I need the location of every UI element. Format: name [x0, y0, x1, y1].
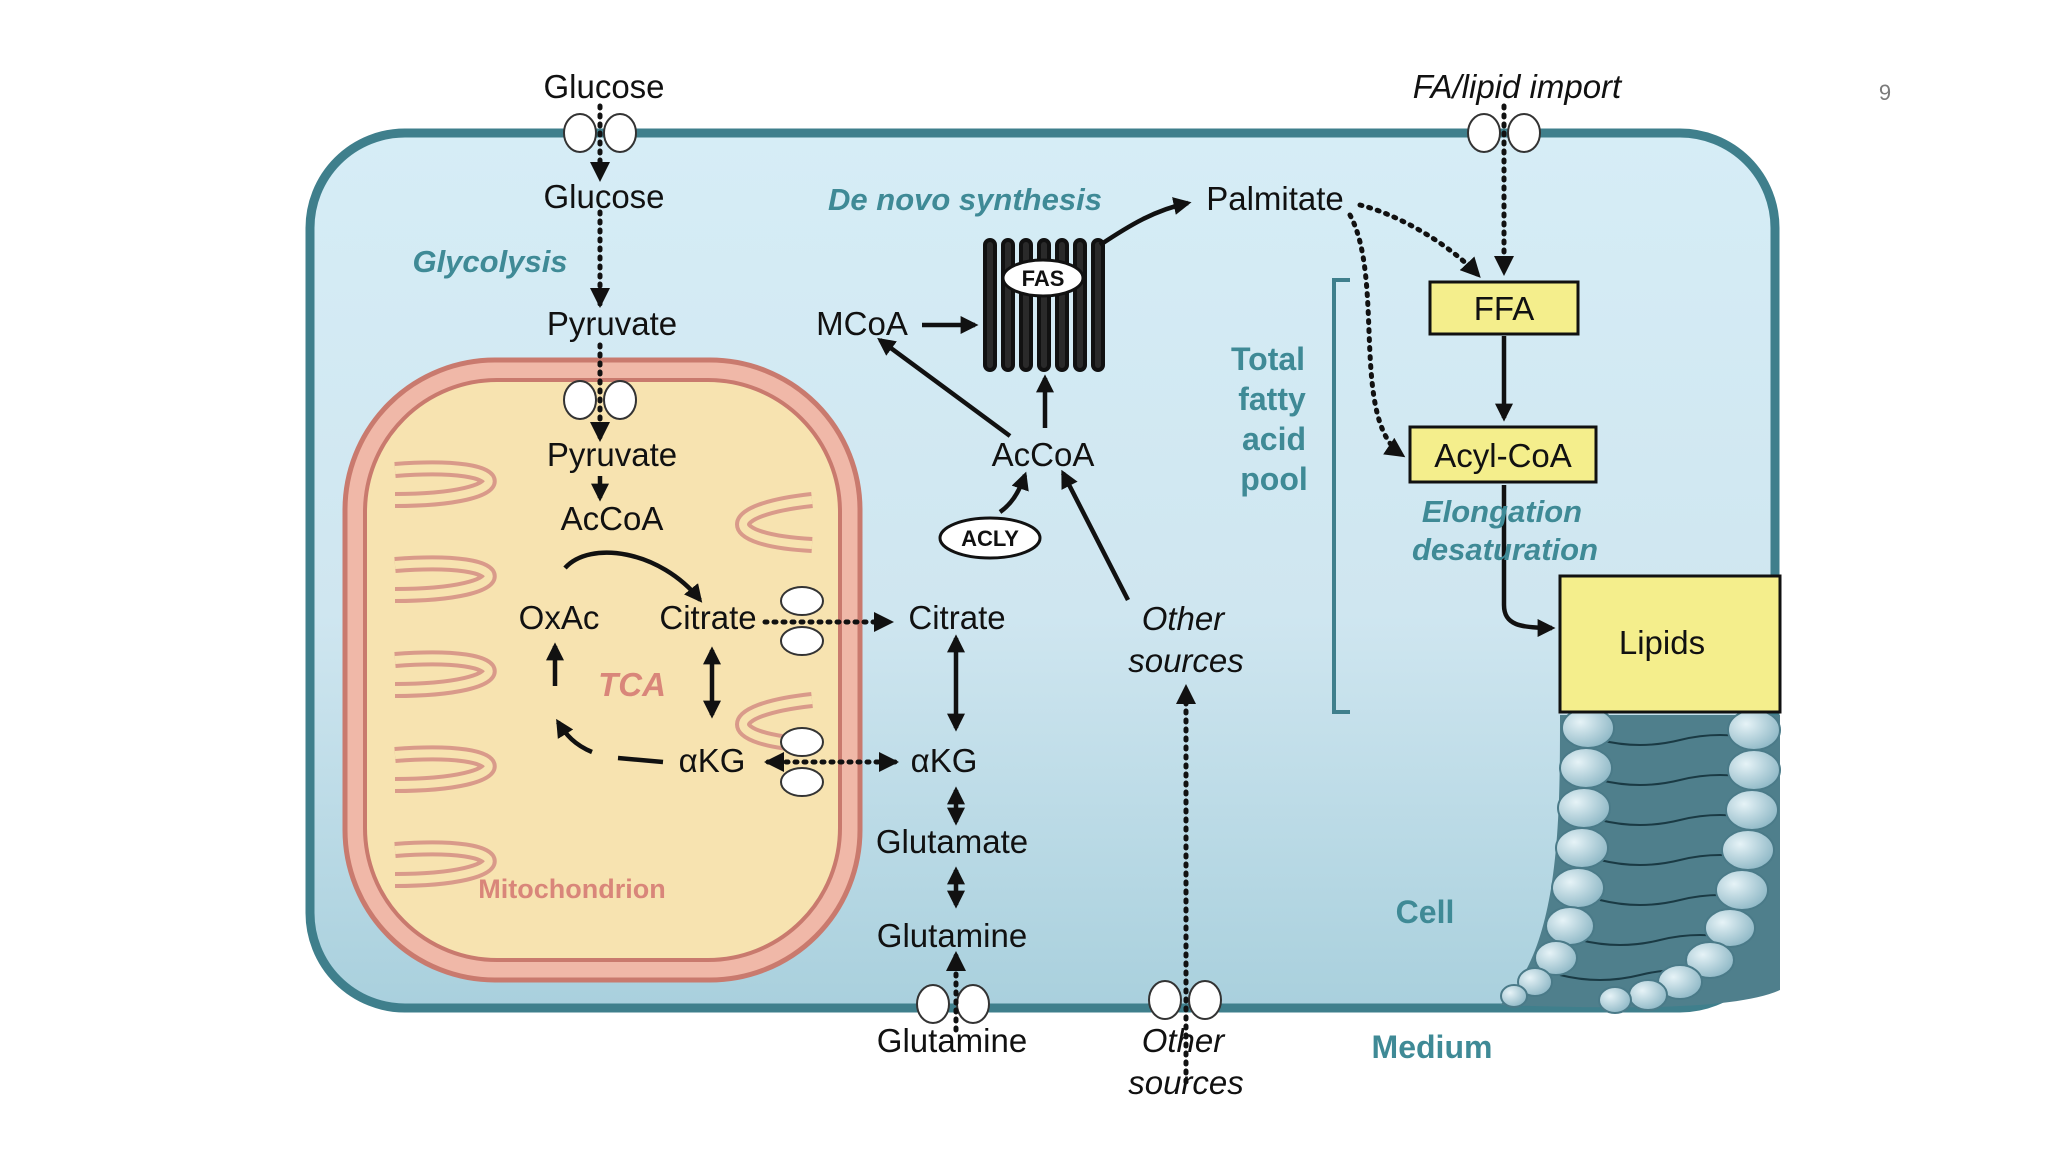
accoa-cytosol-label: AcCoA [992, 436, 1095, 473]
mitochondrion [342, 357, 863, 983]
total-fatty-acid-pool-line4: pool [1240, 461, 1308, 497]
de-novo-synthesis-label: De novo synthesis [828, 182, 1102, 217]
pyruvate-mito-label: Pyruvate [547, 436, 677, 473]
glucose-inside-label: Glucose [543, 178, 664, 215]
membrane-channels [563, 113, 1541, 1024]
other-sources-cell-line2: sources [1128, 642, 1244, 679]
citrate-cytosol-label: Citrate [908, 599, 1005, 636]
lipids-label: Lipids [1619, 624, 1705, 661]
akg-mito-label: αKG [679, 742, 746, 779]
acyl-coa-label: Acyl-CoA [1434, 437, 1572, 474]
elongation-label: Elongation [1422, 494, 1582, 529]
fas-label: FAS [1022, 266, 1065, 291]
cell-label: Cell [1396, 894, 1455, 930]
akg-cytosol-label: αKG [911, 742, 978, 779]
lipids-box [1558, 574, 1782, 714]
acly-label: ACLY [961, 526, 1019, 551]
fa-lipid-import-label: FA/lipid import [1413, 68, 1623, 105]
glutamine-inside-label: Glutamine [877, 917, 1027, 954]
desaturation-label: desaturation [1412, 532, 1598, 567]
page-number: 9 [1879, 80, 1891, 105]
other-sources-cell-line1: Other [1142, 600, 1227, 637]
glucose-outside-label: Glucose [543, 68, 664, 105]
pathway-arrows [555, 103, 1556, 1085]
glutamine-outside-label: Glutamine [877, 1022, 1027, 1059]
pyruvate-cytosol-label: Pyruvate [547, 305, 677, 342]
total-fatty-acid-pool-line1: Total [1231, 341, 1305, 377]
lipid-droplet-icon [1500, 707, 1781, 1014]
acyl-coa-box [1408, 425, 1598, 484]
total-fatty-acid-pool-line3: acid [1242, 421, 1306, 457]
mcoa-label: MCoA [816, 305, 908, 342]
ffa-label: FFA [1474, 290, 1535, 327]
glutamate-label: Glutamate [876, 823, 1028, 860]
glycolysis-label: Glycolysis [412, 244, 567, 279]
fatty-acid-pool-bracket [1332, 278, 1350, 714]
total-fatty-acid-pool-line2: fatty [1238, 381, 1306, 417]
other-sources-medium-line2: sources [1128, 1064, 1244, 1101]
fas-enzyme-icon: FAS [983, 238, 1105, 372]
mitochondrion-label: Mitochondrion [478, 874, 665, 904]
acly-enzyme-icon [938, 516, 1042, 560]
ffa-box [1428, 280, 1580, 336]
citrate-mito-label: Citrate [659, 599, 756, 636]
tca-label: TCA [598, 666, 666, 703]
other-sources-medium-line1: Other [1142, 1022, 1227, 1059]
oxac-label: OxAc [519, 599, 600, 636]
palmitate-label: Palmitate [1206, 180, 1344, 217]
medium-label: Medium [1372, 1029, 1493, 1065]
accoa-mito-label: AcCoA [561, 500, 664, 537]
